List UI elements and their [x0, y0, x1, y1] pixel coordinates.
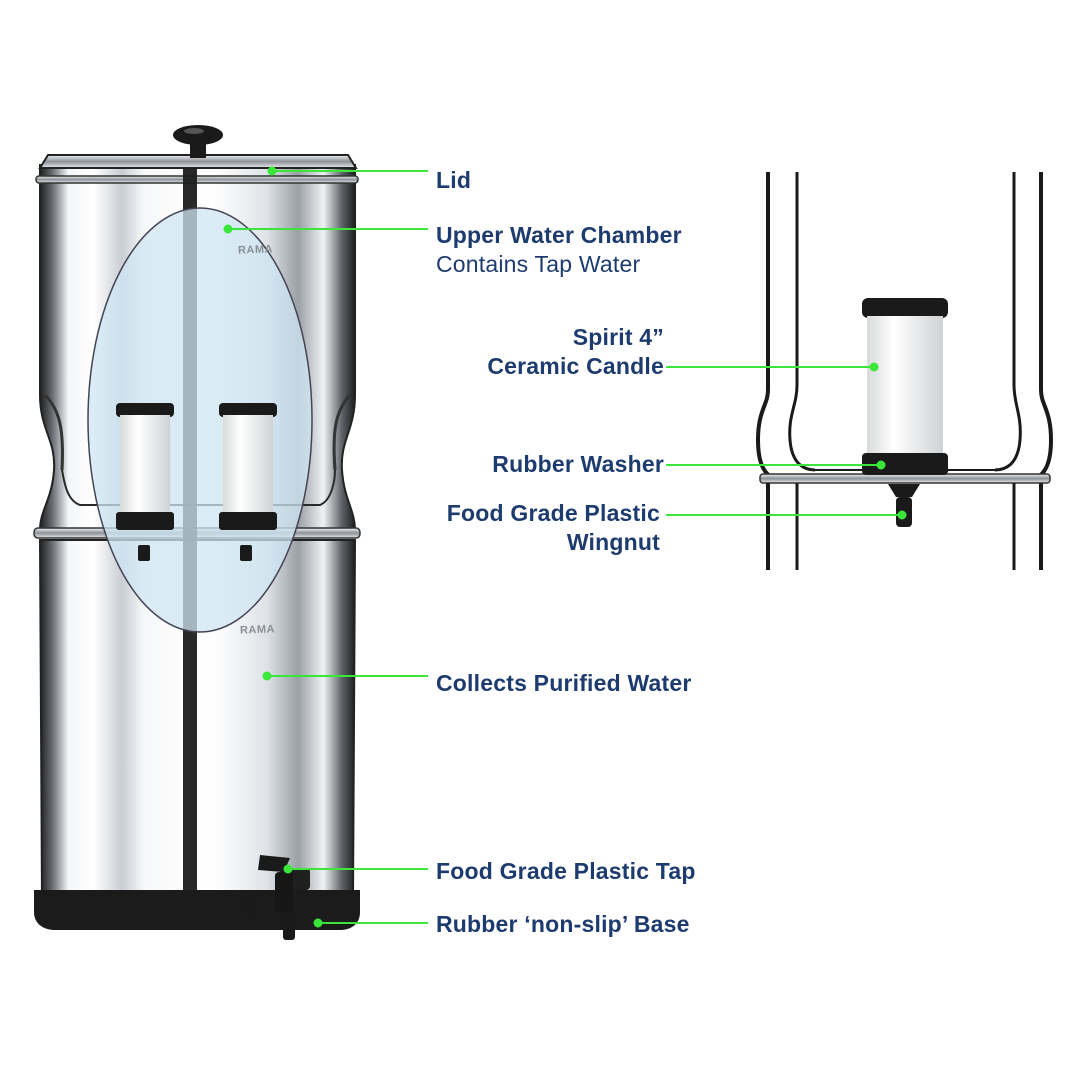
wingnut-icon	[888, 484, 920, 527]
ceramic-candle-icon	[116, 403, 174, 561]
label-candle-line2: Ceramic Candle	[487, 353, 664, 379]
ceramic-candle-icon	[219, 403, 277, 561]
label-lid: Lid	[436, 167, 472, 193]
lid	[38, 154, 358, 169]
brand-logo-lower: RAMA	[239, 623, 276, 637]
label-collects: Collects Purified Water	[436, 670, 692, 696]
candle-detail	[755, 172, 1054, 570]
label-upper-chamber-title: Upper Water Chamber	[436, 222, 682, 248]
tap-icon	[244, 855, 310, 940]
brand-logo-upper: RAMA	[237, 243, 274, 257]
label-base: Rubber ‘non-slip’ Base	[436, 911, 690, 937]
leader-lines	[223, 166, 907, 928]
label-wingnut-line1: Food Grade Plastic	[446, 500, 660, 526]
label-candle: Spirit 4” Ceramic Candle	[487, 323, 664, 381]
label-upper-chamber: Upper Water Chamber Contains Tap Water	[436, 221, 682, 279]
rubber-base	[34, 890, 360, 930]
label-tap: Food Grade Plastic Tap	[436, 858, 696, 884]
label-upper-chamber-sub: Contains Tap Water	[436, 251, 641, 277]
label-wingnut: Food Grade Plastic Wingnut	[447, 499, 660, 557]
label-washer: Rubber Washer	[492, 451, 664, 477]
filter-unit	[33, 125, 361, 940]
lid-knob-icon	[173, 125, 223, 158]
label-candle-line1: Spirit 4”	[572, 324, 664, 350]
label-wingnut-line2: Wingnut	[566, 529, 660, 555]
